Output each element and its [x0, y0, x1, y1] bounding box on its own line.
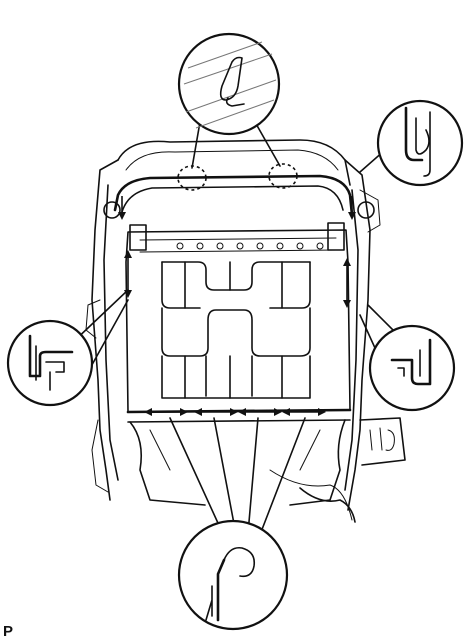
vertical-arrows [124, 250, 351, 308]
ring-hook-detail-callout [177, 519, 289, 631]
seat-frame [85, 139, 406, 523]
clip-detail-callout [177, 32, 281, 136]
hook-detail-callout-right [368, 324, 456, 412]
hook-detail-callout-upper-right [376, 99, 464, 187]
figure-corner-label: P [3, 623, 14, 640]
hook-detail-callout-left [6, 319, 94, 407]
callout-leaders [69, 121, 406, 546]
top-side-arrows [118, 196, 356, 220]
horizontal-arrows [144, 408, 326, 416]
